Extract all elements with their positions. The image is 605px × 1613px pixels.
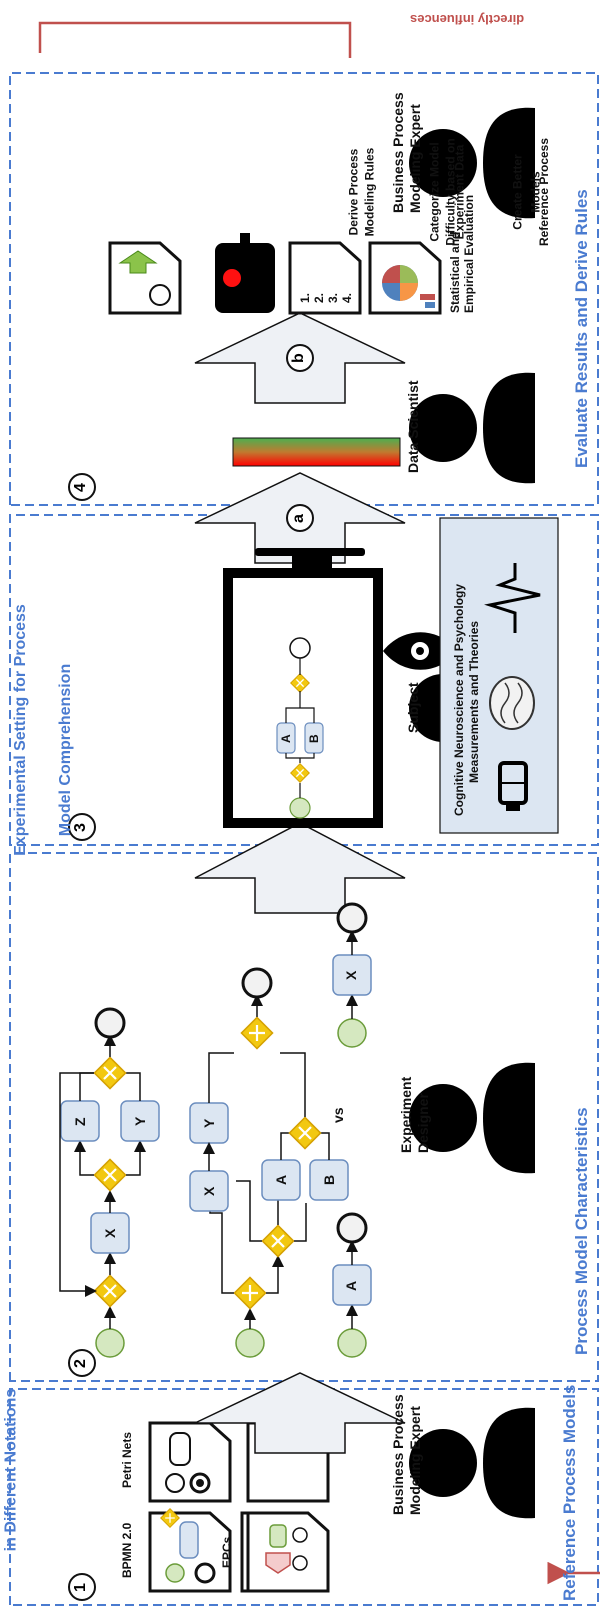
arrow-label-circle-b bbox=[286, 344, 314, 372]
phase-box-4 bbox=[9, 72, 599, 506]
feedback-label-top: directly influences bbox=[410, 12, 525, 27]
difficulty-gradient-bar bbox=[232, 437, 401, 467]
person-icon-bpm-expert-1 bbox=[409, 1407, 535, 1519]
phase-number-4: 4 bbox=[72, 483, 89, 492]
statistics-document-icon bbox=[368, 241, 442, 315]
role-subject: Subject bbox=[405, 682, 421, 733]
pulse-icon bbox=[484, 563, 541, 633]
rules-list-item-1: 1. bbox=[298, 292, 312, 303]
output-difficulty-vertical-1: Categorize Model bbox=[427, 142, 442, 242]
role-bpm-expert-1-line-2: Modeling Expert bbox=[407, 1406, 423, 1515]
notation-petri-label: Petri Nets bbox=[120, 1431, 134, 1488]
role-experiment-designer-line-1: Experiment bbox=[398, 1076, 414, 1153]
rules-list-item-2: 2. bbox=[312, 292, 326, 303]
notation-epcs-label: EPCs bbox=[220, 1536, 234, 1568]
output-better-vertical-3: Models bbox=[528, 171, 543, 213]
petri-document-icon bbox=[148, 1421, 232, 1503]
task-loop-y: Y bbox=[132, 1116, 148, 1126]
task-parallel-x: X bbox=[201, 1186, 217, 1196]
phase-3-title-vertical-1: Experimental Setting for Process bbox=[11, 604, 29, 856]
phase-number-1: 1 bbox=[72, 1583, 89, 1592]
model-left-simple bbox=[332, 1212, 372, 1358]
model-document-icon bbox=[108, 241, 182, 315]
output-rules-vertical-2: Modeling Rules bbox=[362, 147, 377, 237]
task-parallel-b: B bbox=[321, 1174, 337, 1185]
notation-bpmn-label: BPMN 2.0 bbox=[120, 1522, 134, 1578]
task-parallel-a: A bbox=[273, 1174, 289, 1185]
vs-label: vs bbox=[330, 1107, 346, 1123]
phase-4-title: Evaluate Results and Derive Rules bbox=[572, 189, 591, 468]
eye-icon bbox=[383, 632, 458, 670]
phase-1-title-line-1: Reference Process Models bbox=[560, 1384, 579, 1601]
notation-more-label: ... bbox=[220, 1462, 234, 1473]
role-data-scientist: Data Scientist bbox=[405, 380, 421, 473]
monitor-task-a: A bbox=[279, 734, 293, 743]
output-difficulty-vertical-3: Experiment Data bbox=[452, 144, 467, 240]
phase-2-title: Process Model Characteristics bbox=[572, 1107, 591, 1355]
phase-3-title-vertical-2: Model Comprehension bbox=[57, 663, 75, 837]
task-right-label: X bbox=[343, 970, 359, 980]
output-rules-vertical-1: Derive Process bbox=[346, 148, 361, 236]
monitor-process-model bbox=[276, 637, 324, 819]
output-better-vertical-1: Create Better bbox=[510, 154, 525, 230]
phase-number-circle-2 bbox=[68, 1349, 96, 1377]
cognitive-label-line-1: Cognitive Neuroscience and Psychology bbox=[452, 583, 466, 816]
task-loop-z: Z bbox=[72, 1117, 88, 1126]
rules-list-item-3: 3. bbox=[326, 292, 340, 303]
task-loop-x: X bbox=[102, 1228, 118, 1238]
feedback-arrow bbox=[38, 21, 352, 58]
epc-document-shape bbox=[246, 1511, 330, 1593]
phase-number-2: 2 bbox=[72, 1359, 89, 1368]
model-right-simple bbox=[332, 902, 372, 1048]
cognitive-label-line-2: Measurements and Theories bbox=[467, 620, 481, 783]
monitor-task-b: B bbox=[307, 734, 321, 743]
model-parallel bbox=[189, 967, 349, 1358]
phase-1-title-vertical: in Different Notations bbox=[2, 1388, 20, 1552]
traffic-light-icon bbox=[215, 233, 275, 313]
role-experiment-designer-line-2: Designer bbox=[415, 1093, 431, 1153]
rules-list-item-4: 4. bbox=[340, 292, 354, 303]
monitor-icon bbox=[223, 548, 383, 828]
phase-number-circle-1 bbox=[68, 1573, 96, 1601]
brain-icon bbox=[489, 676, 535, 730]
arrow-label-a: a bbox=[290, 514, 307, 523]
task-left-label: A bbox=[343, 1280, 359, 1291]
flow-arrow-2-3 bbox=[194, 822, 406, 914]
model-loop bbox=[59, 1007, 160, 1358]
task-parallel-y: Y bbox=[201, 1118, 217, 1128]
arrow-label-circle-a bbox=[286, 504, 314, 532]
arrow-label-b: b bbox=[290, 353, 307, 363]
role-bpm-expert-4-line-1: Business Process bbox=[390, 92, 406, 213]
flow-arrow-1-2 bbox=[194, 1372, 406, 1454]
vr-headset-icon bbox=[498, 761, 528, 811]
phase-number-circle-4 bbox=[68, 473, 96, 501]
bpmn-document-icon bbox=[148, 1508, 232, 1593]
phase-number-circle-3 bbox=[68, 813, 96, 841]
role-bpm-expert-1-line-1: Business Process bbox=[390, 1394, 406, 1515]
role-bpm-expert-4-line-2: Modeling Expert bbox=[407, 104, 423, 213]
person-icon-data-scientist bbox=[409, 372, 535, 484]
rules-document-icon bbox=[288, 241, 362, 315]
